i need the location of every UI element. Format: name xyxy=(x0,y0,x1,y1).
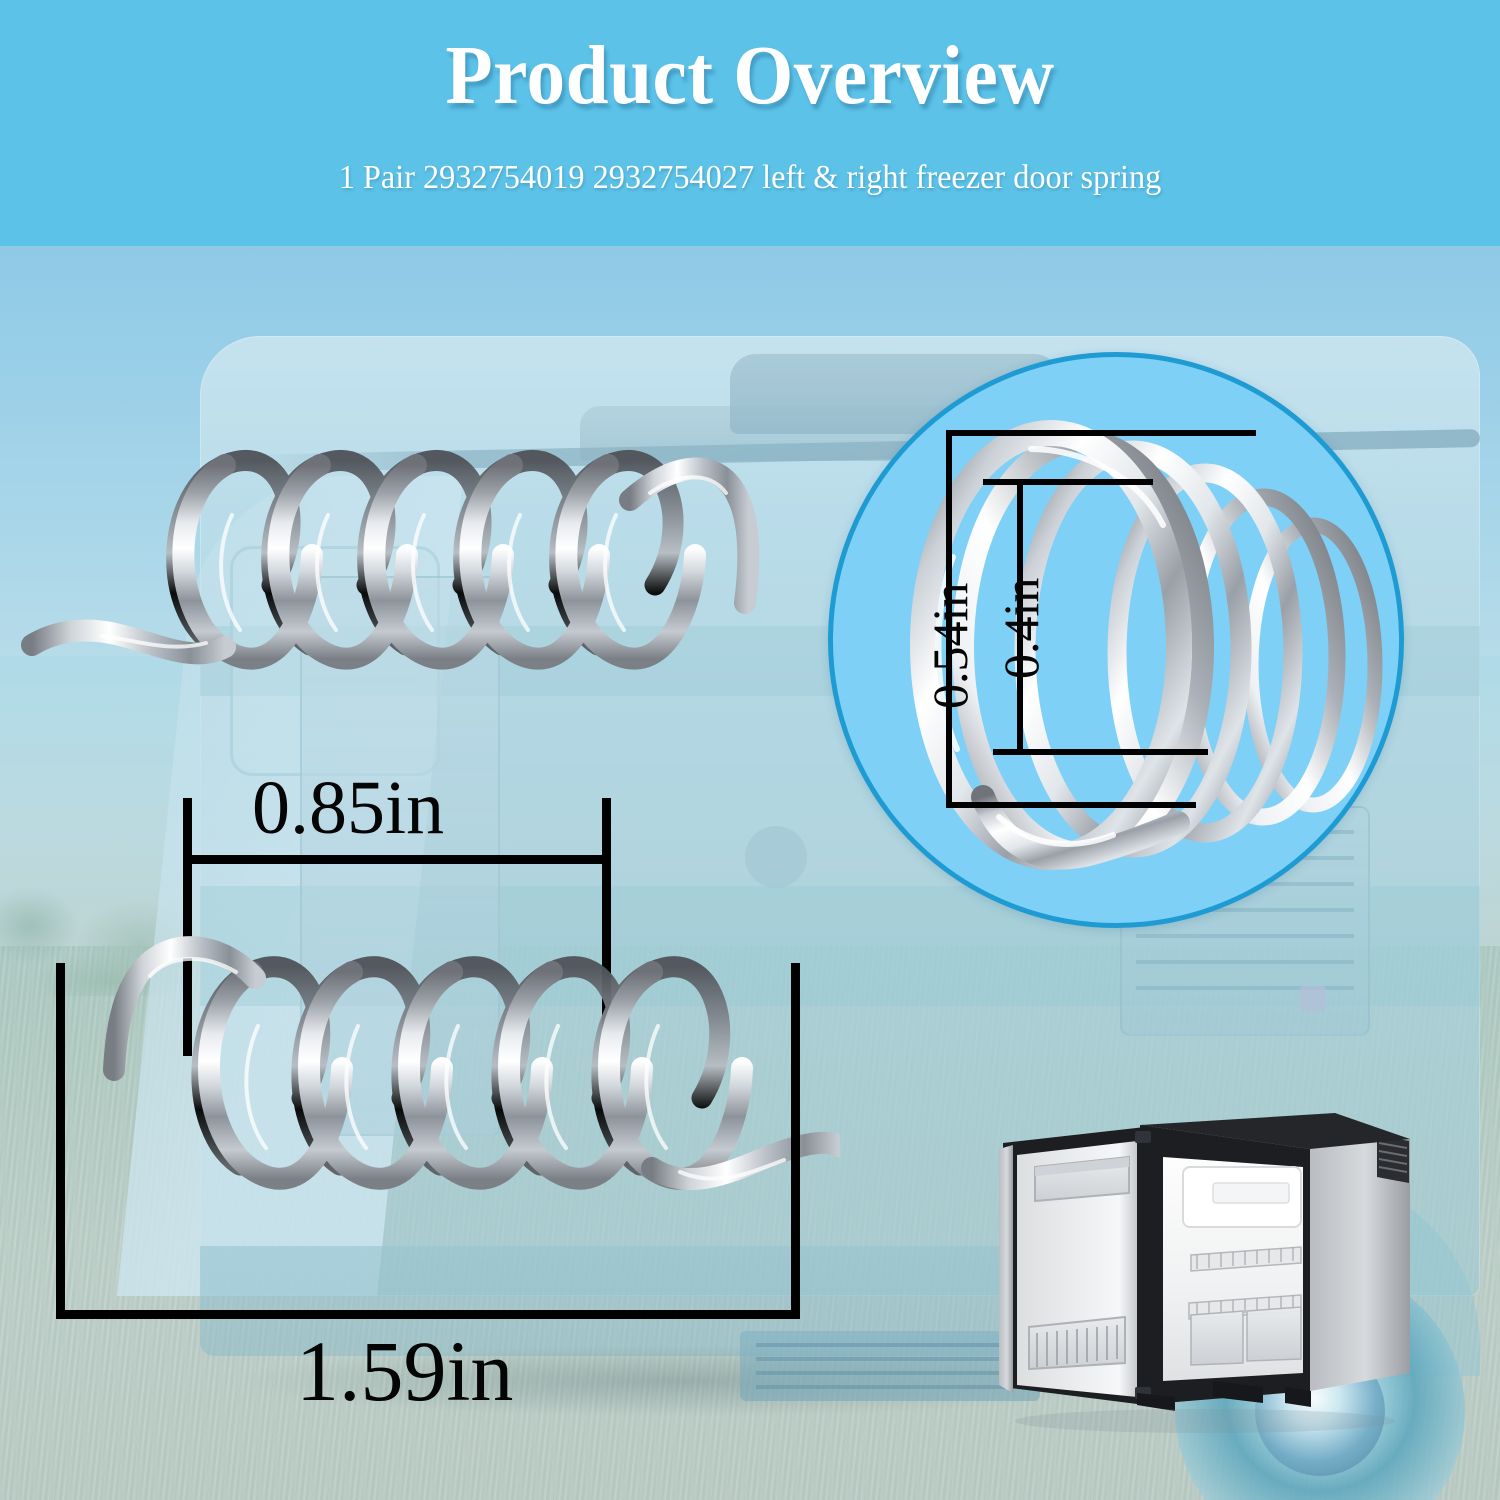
dim-bar-bottom-054 xyxy=(946,802,1196,808)
rv-door-handle xyxy=(745,826,807,888)
magnified-coil-inset: 0.54in 0.4in xyxy=(828,352,1404,928)
refrigerator-thumbnail xyxy=(999,1113,1410,1433)
dim-label-054: 0.54in xyxy=(922,582,978,709)
dim-tick-054 xyxy=(946,430,952,808)
magnified-spring-coils xyxy=(910,420,1383,870)
page-subtitle: 1 Pair 2932754019 2932754027 left & righ… xyxy=(338,159,1162,196)
dim-tick-04 xyxy=(1017,479,1023,754)
dim-tick-right-159 xyxy=(791,963,800,1319)
dim-bar-top-04 xyxy=(983,479,1153,485)
rv-side-latch xyxy=(1300,986,1326,1012)
rv-entry-step xyxy=(740,1331,1040,1401)
spring-bottom xyxy=(103,936,840,1191)
dim-tick-right-085 xyxy=(602,798,611,1056)
dim-bar-bottom-04 xyxy=(993,749,1208,755)
dim-bar-top-054 xyxy=(946,430,1256,436)
dim-label-085: 0.85in xyxy=(252,766,445,850)
spring-top xyxy=(21,450,760,670)
dim-bar-085 xyxy=(183,855,611,864)
page-title: Product Overview xyxy=(445,29,1055,122)
dim-label-04: 0.4in xyxy=(993,577,1049,679)
dim-tick-left-159 xyxy=(56,963,65,1319)
header-banner: Product Overview 1 Pair 2932754019 29327… xyxy=(0,0,1500,246)
dim-tick-left-085 xyxy=(183,798,192,1056)
dim-bar-159 xyxy=(56,1310,800,1319)
dim-label-159: 1.59in xyxy=(296,1323,514,1419)
